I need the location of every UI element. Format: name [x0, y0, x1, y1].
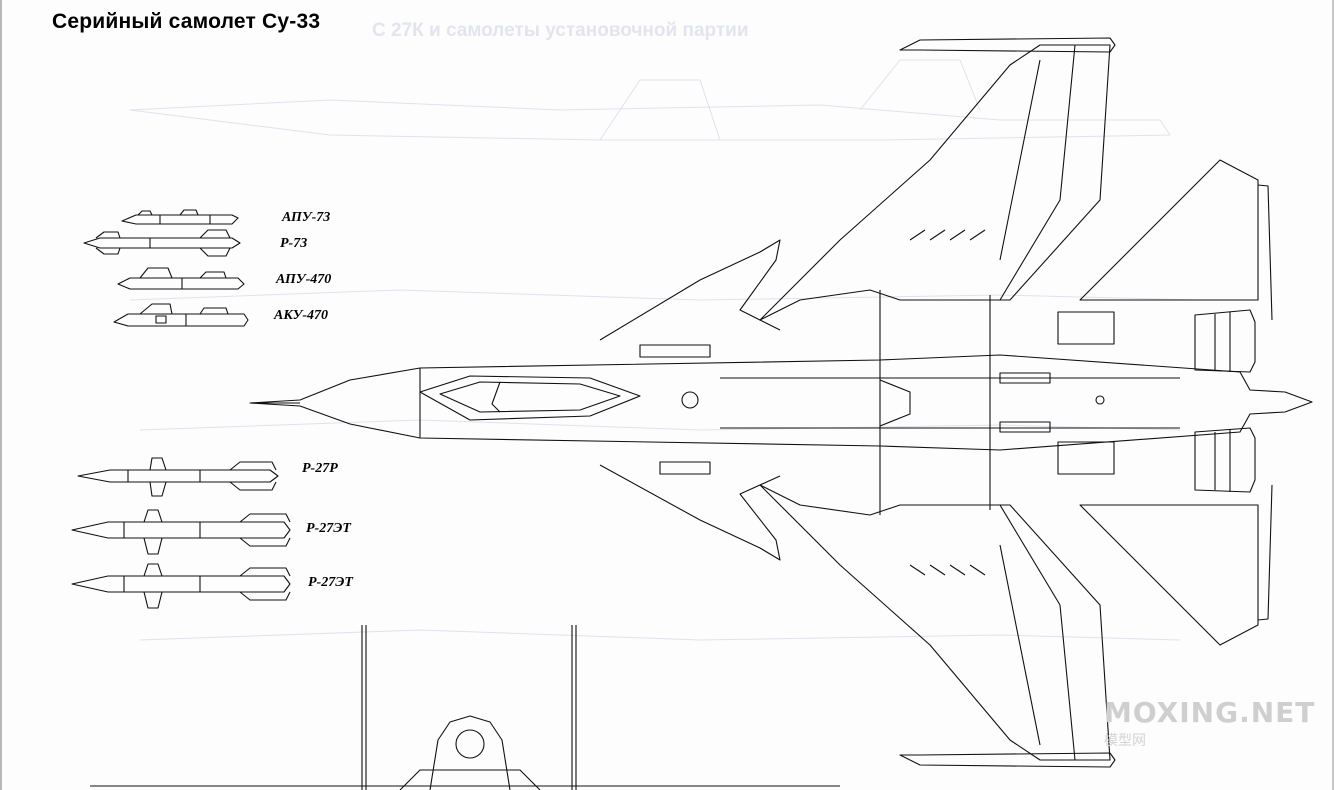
- r-73-drawing: [83, 229, 241, 257]
- r-27et-drawing-1: [71, 509, 291, 555]
- su-33-front-view: [90, 625, 840, 790]
- page-title: Серийный самолет Су-33: [52, 10, 321, 33]
- ghost-side-view: [129, 59, 1201, 641]
- weapon-label-r-73: Р-73: [280, 236, 308, 251]
- weapon-label-aku-470: АКУ-470: [274, 308, 329, 323]
- r-27et-drawing-2: [71, 563, 291, 609]
- r-27r-drawing: [77, 457, 279, 497]
- apu-73-drawing: [121, 209, 239, 225]
- apu-470-drawing: [117, 267, 245, 290]
- ghost-background-heading: С 27К и самолеты установочной партии: [372, 20, 749, 41]
- weapon-label-r-27et-1: Р-27ЭТ: [306, 521, 351, 536]
- weapon-label-apu-470: АПУ-470: [276, 272, 332, 287]
- watermark-secondary: 模型网: [1104, 733, 1146, 749]
- weapon-label-r-27et-2: Р-27ЭТ: [308, 575, 353, 590]
- weapon-label-apu-73: АПУ-73: [282, 210, 331, 225]
- aku-470-drawing: [113, 303, 249, 327]
- weapon-label-r-27r: Р-27Р: [302, 461, 338, 476]
- su-33-plan-view: [249, 37, 1313, 768]
- watermark-primary: MOXING.NET: [1104, 696, 1316, 729]
